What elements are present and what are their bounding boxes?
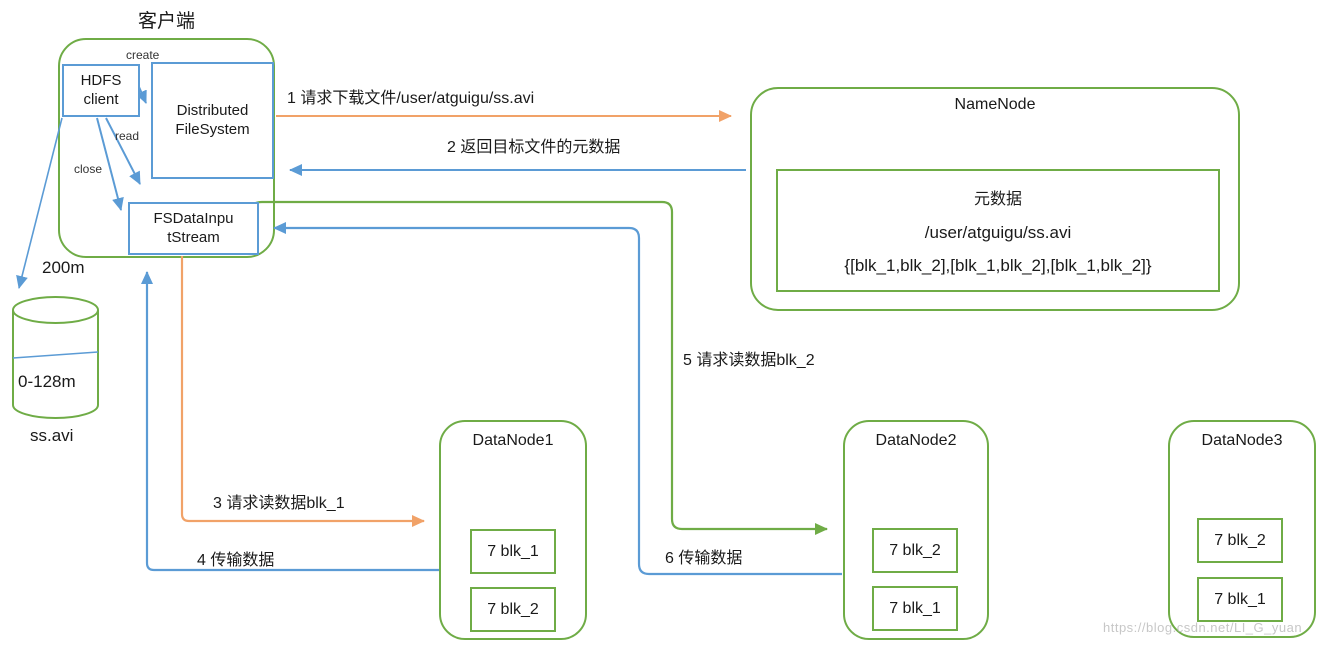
- file-name-label: ss.avi: [30, 426, 74, 445]
- step5-label: 5 请求读数据blk_2: [683, 352, 815, 369]
- datanode3-block-1: 7 blk_2: [1197, 518, 1283, 563]
- namenode-title: NameNode: [954, 96, 1036, 113]
- datanode1-container: [439, 420, 587, 640]
- arrow-step4: [141, 271, 439, 572]
- create-label: create: [126, 48, 160, 62]
- client-container: [58, 38, 275, 258]
- metadata-path: /user/atguigu/ss.avi: [924, 222, 1072, 242]
- arrow-step3: [180, 256, 425, 527]
- arrow-create: [135, 86, 147, 104]
- distributed-filesystem-box: Distributed FileSystem: [151, 62, 274, 179]
- arrow-step6: [273, 222, 842, 576]
- hdfs-client-box: HDFS client: [62, 64, 140, 117]
- namenode-container: [750, 87, 1240, 311]
- cylinder-divider-line: [12, 351, 99, 359]
- step4-label: 4 传输数据: [197, 552, 275, 569]
- step2-label: 2 返回目标文件的元数据: [447, 139, 621, 156]
- datanode1-block-1: 7 blk_1: [470, 529, 556, 574]
- file-cylinder: [12, 296, 99, 419]
- page-title: 客户端: [138, 11, 196, 32]
- block-range-label: 0-128m: [18, 372, 76, 391]
- close-label: close: [74, 162, 103, 176]
- file-size-label: 200m: [42, 258, 85, 277]
- datanode2-container: [843, 420, 989, 640]
- arrow-read: [105, 117, 141, 185]
- datanode2-block-2: 7 blk_1: [872, 586, 958, 631]
- datanode1-title: DataNode1: [472, 432, 554, 449]
- datanode1-block-2: 7 blk_2: [470, 587, 556, 632]
- step6-label: 6 传输数据: [665, 550, 743, 567]
- arrow-to-file: [16, 117, 63, 289]
- csdn-watermark: https://blog.csdn.net/LI_G_yuan: [1103, 620, 1303, 635]
- metadata-blocks: {[blk_1,blk_2],[blk_1,blk_2],[blk_1,blk_…: [844, 256, 1152, 276]
- metadata-box: 元数据 /user/atguigu/ss.avi {[blk_1,blk_2],…: [776, 169, 1220, 292]
- step3-label: 3 请求读数据blk_1: [213, 495, 345, 512]
- read-label: read: [115, 129, 140, 143]
- datanode2-block-1: 7 blk_2: [872, 528, 958, 573]
- fsdatainputstream-box: FSDataInpu tStream: [128, 202, 259, 255]
- datanode3-block-2: 7 blk_1: [1197, 577, 1283, 622]
- metadata-title: 元数据: [973, 190, 1022, 208]
- datanode3-container: [1168, 420, 1316, 638]
- datanode3-title: DataNode3: [1201, 432, 1283, 449]
- arrow-close: [96, 117, 124, 211]
- step1-label: 1 请求下载文件/user/atguigu/ss.avi: [287, 90, 535, 107]
- datanode2-title: DataNode2: [875, 432, 957, 449]
